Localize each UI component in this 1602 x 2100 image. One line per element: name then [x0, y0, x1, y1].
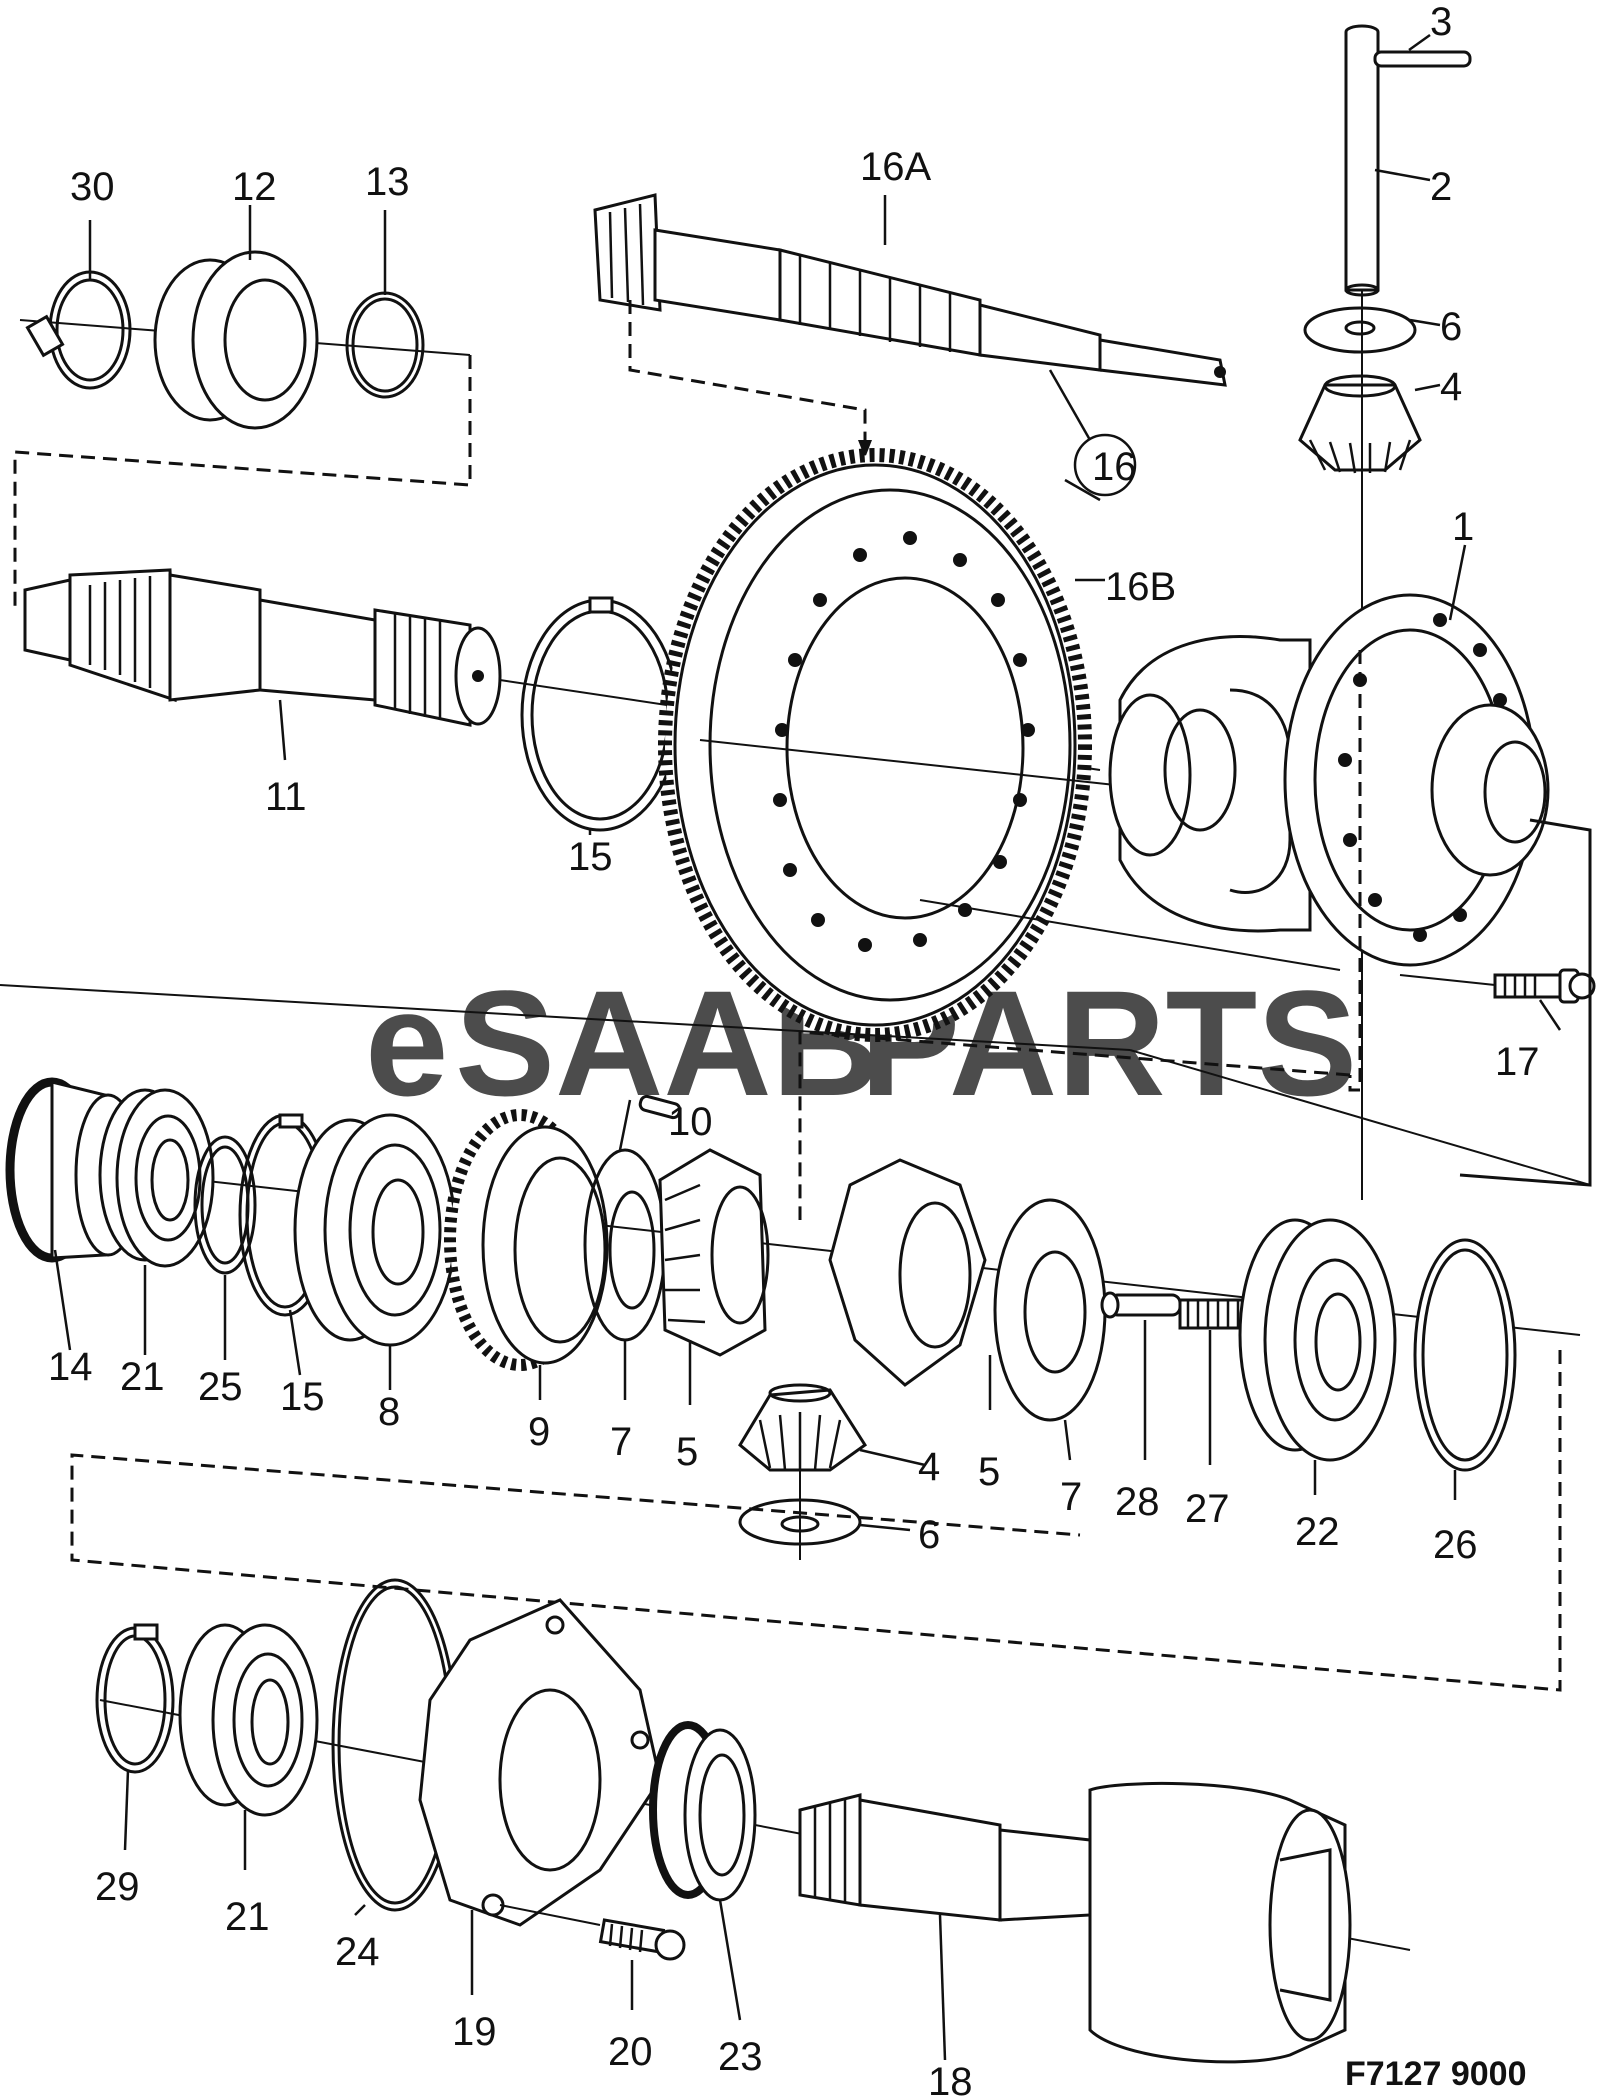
pinion-shaft-16a	[593, 193, 1227, 387]
differential-shaft-2	[1344, 24, 1380, 297]
callout-13: 13	[365, 160, 410, 204]
bearing-cover-19	[418, 1598, 662, 1927]
watermark-prefix: e	[365, 959, 448, 1127]
callout-15-upper: 15	[568, 835, 613, 879]
callout-7-left: 7	[610, 1420, 632, 1464]
snap-ring-15-upper	[520, 596, 680, 832]
lower-row-group	[95, 1578, 1411, 2064]
callout-24: 24	[335, 1930, 380, 1974]
callout-5-left: 5	[676, 1430, 698, 1474]
callout-4-lower: 4	[918, 1445, 940, 1489]
callout-26: 26	[1433, 1523, 1478, 1567]
callout-11: 11	[265, 775, 307, 819]
callout-18: 18	[928, 2060, 973, 2100]
upper-left-group	[13, 250, 1101, 832]
callout-28: 28	[1115, 1480, 1160, 1524]
callout-6-upper: 6	[1440, 305, 1462, 349]
callout-7-right: 7	[1060, 1475, 1082, 1519]
callout-5-right: 5	[978, 1450, 1000, 1494]
pin-28	[1100, 1291, 1182, 1319]
side-gear-5-left	[658, 1148, 770, 1357]
spring-27	[1178, 1298, 1247, 1330]
seal-12	[153, 250, 319, 430]
upper-right-group	[798, 24, 1596, 1220]
callout-14: 14	[48, 1345, 93, 1389]
callout-8: 8	[378, 1390, 400, 1434]
upper-center-group	[593, 193, 1531, 1042]
callout-16-circle	[1073, 433, 1137, 497]
side-gear-9	[444, 1109, 609, 1371]
callout-17: 17	[1495, 1040, 1540, 1084]
callout-27: 27	[1185, 1487, 1230, 1531]
drive-shaft-18	[798, 1781, 1352, 2064]
thrust-washer-7-right	[993, 1198, 1107, 1422]
bearing-21-middle	[98, 1088, 215, 1268]
callout-23: 23	[718, 2035, 763, 2079]
callout-22: 22	[1295, 1510, 1340, 1554]
seal-ring-26	[1413, 1238, 1517, 1472]
callout-1: 1	[1452, 505, 1474, 549]
callout-12: 12	[232, 165, 277, 209]
callout-29: 29	[95, 1865, 140, 1909]
differential-housing-1	[1108, 593, 1550, 967]
hose-clamp-30	[25, 270, 132, 390]
lock-pin-3	[1373, 50, 1472, 68]
callout-2: 2	[1430, 165, 1452, 209]
snap-ring-29	[95, 1623, 175, 1774]
drive-shaft-11	[23, 568, 502, 727]
o-ring-13	[345, 291, 425, 399]
callout-16: 16	[1092, 445, 1137, 489]
figure-code: F7127 9000	[1345, 2055, 1527, 2093]
seal-23	[649, 1721, 757, 1902]
callout-15-lower: 15	[280, 1375, 325, 1419]
callout-4-upper: 4	[1440, 365, 1462, 409]
callout-3: 3	[1430, 0, 1452, 44]
pin-10	[638, 1094, 682, 1120]
differential-pinion-4-lower	[738, 1383, 868, 1472]
differential-pinion-4-upper	[1298, 374, 1422, 474]
side-gear-5-right	[828, 1158, 987, 1387]
ring-gear-16b	[658, 448, 1092, 1042]
bearing-22	[1238, 1218, 1397, 1462]
callout-9: 9	[528, 1410, 550, 1454]
bolt-17	[1493, 968, 1596, 1004]
middle-row-group	[5, 1077, 1581, 1560]
callout-20: 20	[608, 2030, 653, 2074]
bearing-21-lower	[178, 1623, 319, 1817]
callout-16b: 16B	[1105, 565, 1176, 609]
callout-labels: 3 2 6 4 1 16A 16 16B 30 12 13 11 15 17 1…	[48, 0, 1540, 2100]
leader-lines	[53, 33, 1562, 2061]
thrust-washer-6-upper	[1303, 306, 1417, 354]
callout-19: 19	[452, 2010, 497, 2054]
callout-21-middle: 21	[120, 1355, 165, 1399]
bolt-20	[598, 1918, 686, 1961]
callout-21-lower: 21	[225, 1895, 270, 1939]
callout-10: 10	[668, 1100, 713, 1144]
callout-25: 25	[198, 1365, 243, 1409]
bearing-8	[293, 1113, 457, 1347]
callout-16a: 16A	[860, 145, 931, 189]
callout-6-lower: 6	[918, 1513, 940, 1557]
callout-30: 30	[70, 165, 115, 209]
